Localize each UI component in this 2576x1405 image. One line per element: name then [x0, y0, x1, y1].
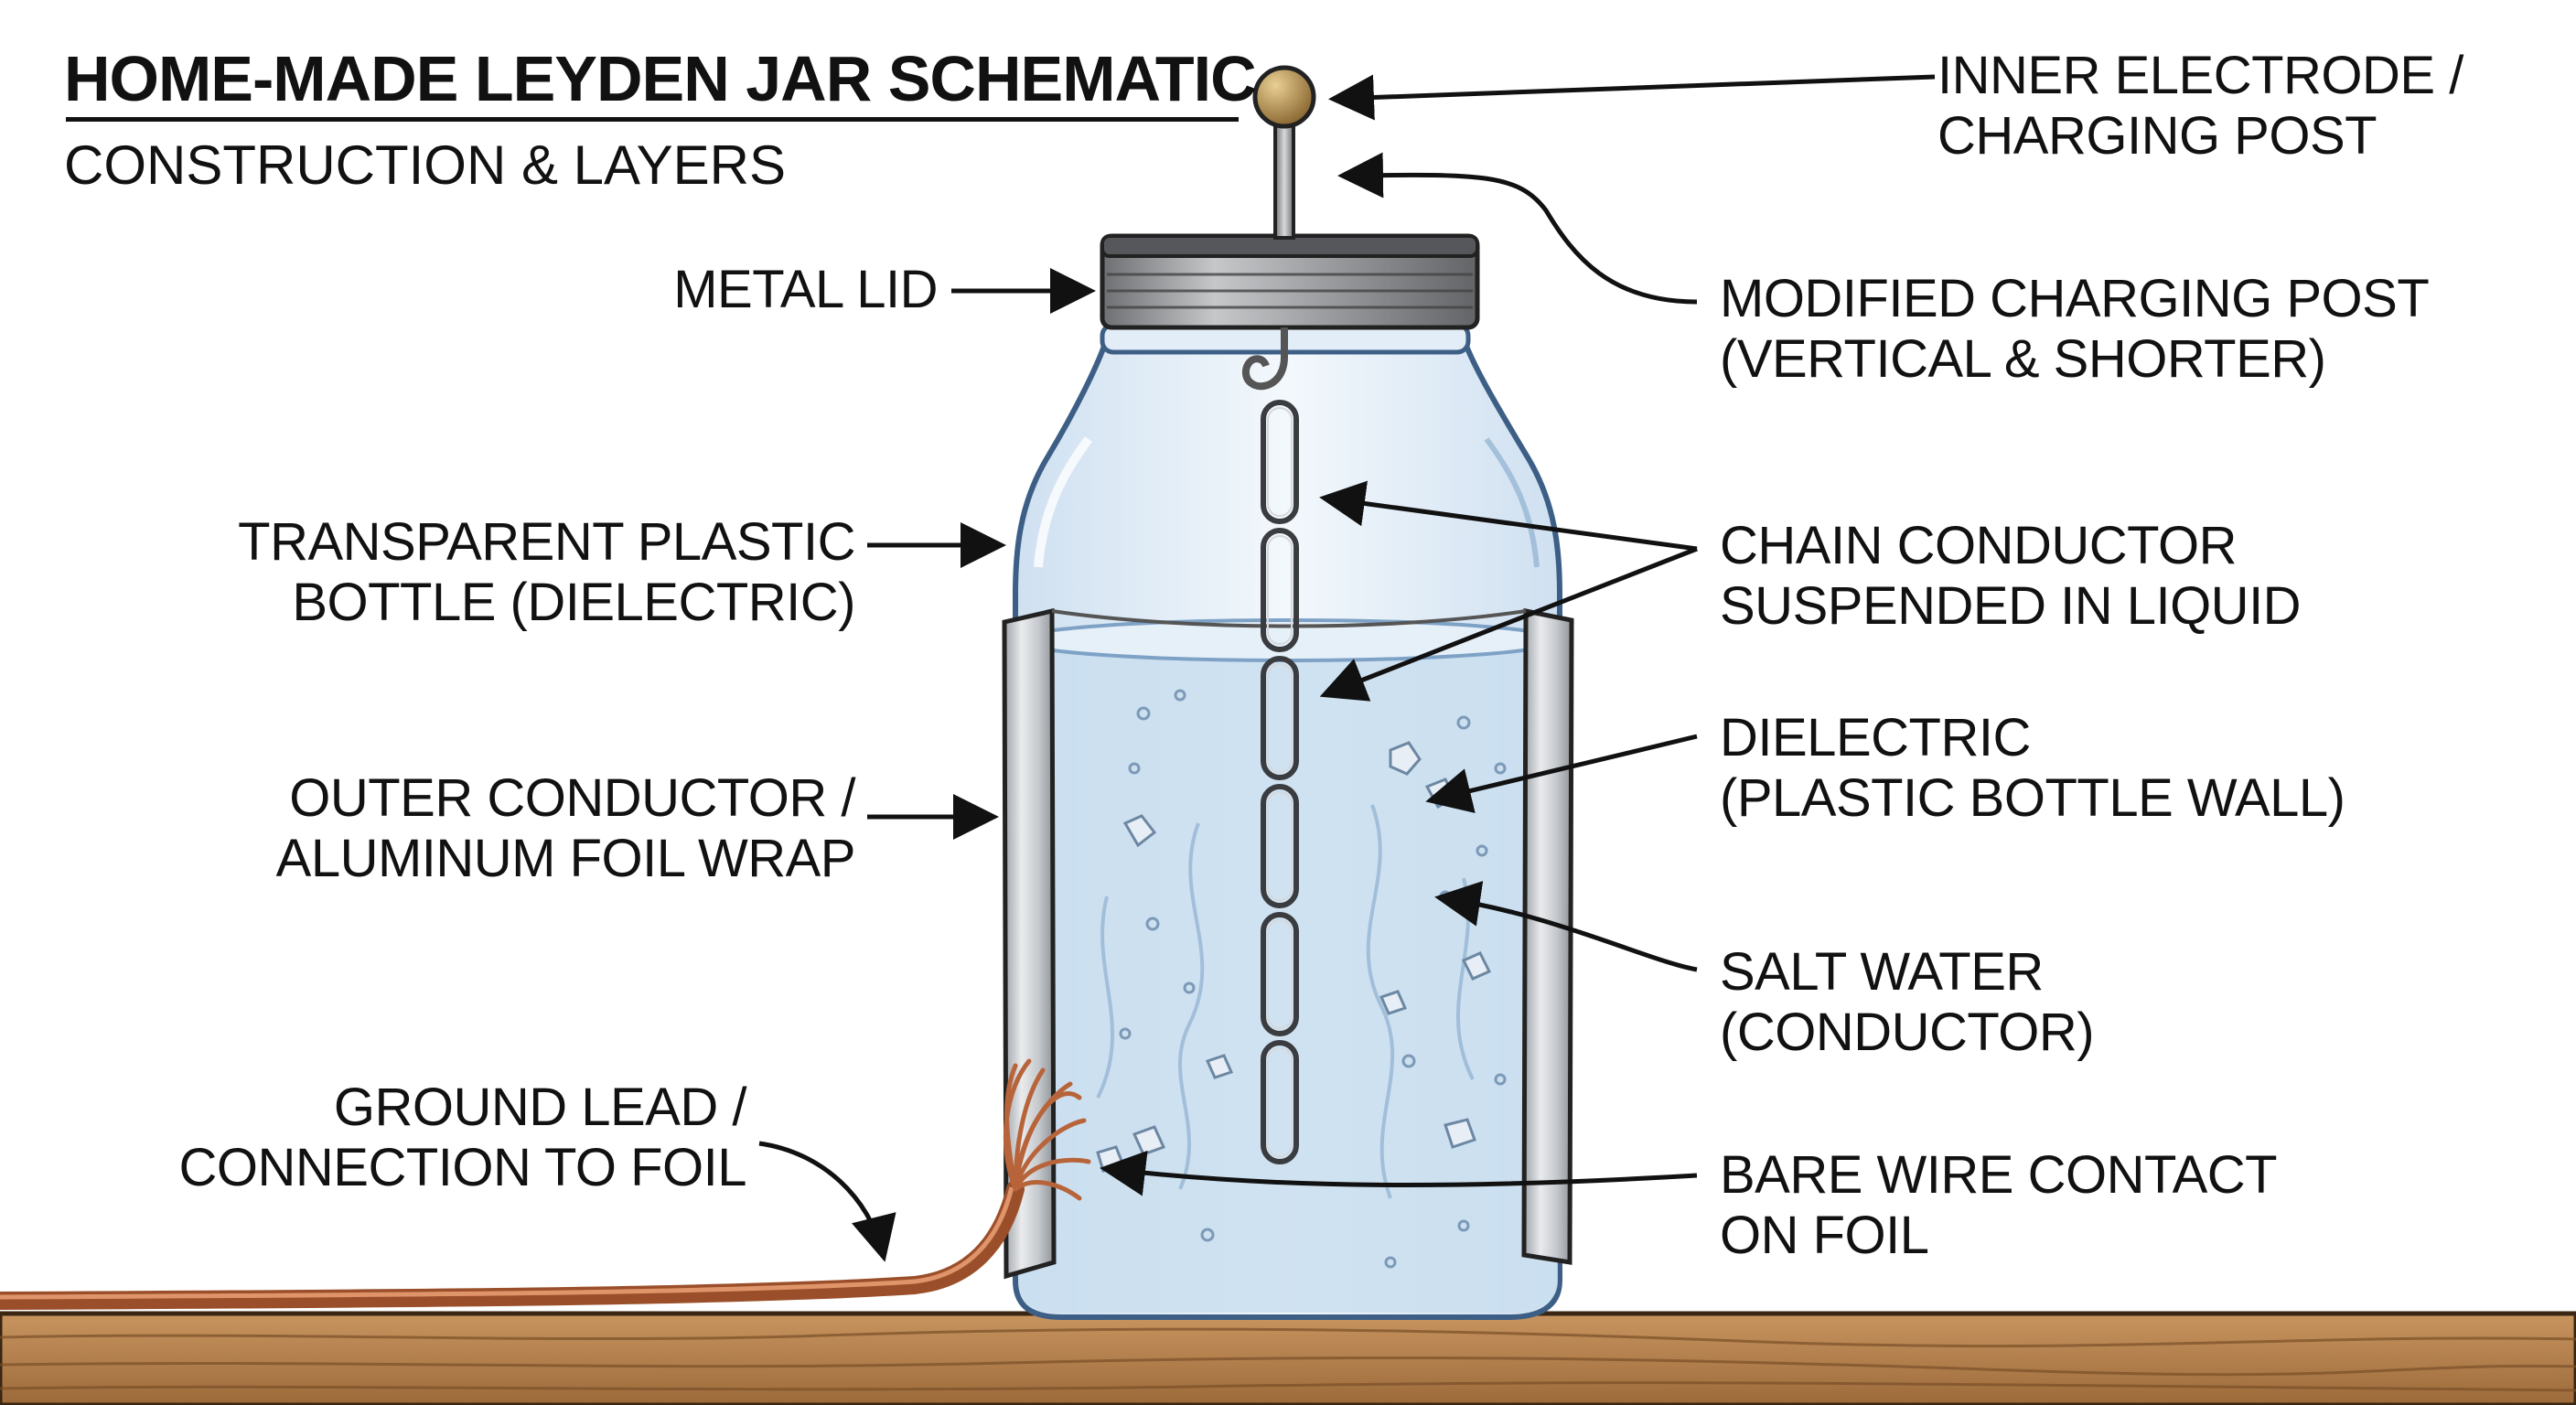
- hook: [1242, 327, 1288, 391]
- diagram-subtitle: CONSTRUCTION & LAYERS: [64, 134, 786, 196]
- label-modified-charging-post: MODIFIED CHARGING POST (VERTICAL & SHORT…: [1720, 269, 2430, 389]
- diagram-title: HOME-MADE LEYDEN JAR SCHEMATIC: [64, 43, 1257, 114]
- label-bare-wire-contact: BARE WIRE CONTACT ON FOIL: [1720, 1145, 2278, 1265]
- chain-conductor: [1261, 400, 1299, 1164]
- brass-knob: [1252, 65, 1316, 129]
- leader-lines: [758, 74, 1936, 1262]
- ground-wire: [0, 1180, 1025, 1310]
- label-salt-water: SALT WATER (CONDUCTOR): [1720, 942, 2095, 1062]
- bubbles: [1119, 689, 1507, 1269]
- label-ground-lead: GROUND LEAD / CONNECTION TO FOIL: [178, 1078, 747, 1197]
- label-outer-conductor: OUTER CONDUCTOR / ALUMINUM FOIL WRAP: [275, 768, 856, 888]
- label-transparent-plastic-bottle: TRANSPARENT PLASTIC BOTTLE (DIELECTRIC): [238, 512, 855, 632]
- title-underline: [66, 117, 1239, 122]
- label-metal-lid: METAL LID: [673, 260, 938, 319]
- charging-post: [1273, 115, 1295, 240]
- wood-grain: [0, 1327, 2576, 1392]
- label-chain-conductor: CHAIN CONDUCTOR SUSPENDED IN LIQUID: [1720, 516, 2302, 636]
- aluminum-foil-right: [1521, 607, 1574, 1265]
- label-inner-electrode: INNER ELECTRODE / CHARGING POST: [1937, 46, 2463, 166]
- label-dielectric: DIELECTRIC (PLASTIC BOTTLE WALL): [1720, 708, 2345, 828]
- bare-wire-strands: [1003, 1058, 1091, 1201]
